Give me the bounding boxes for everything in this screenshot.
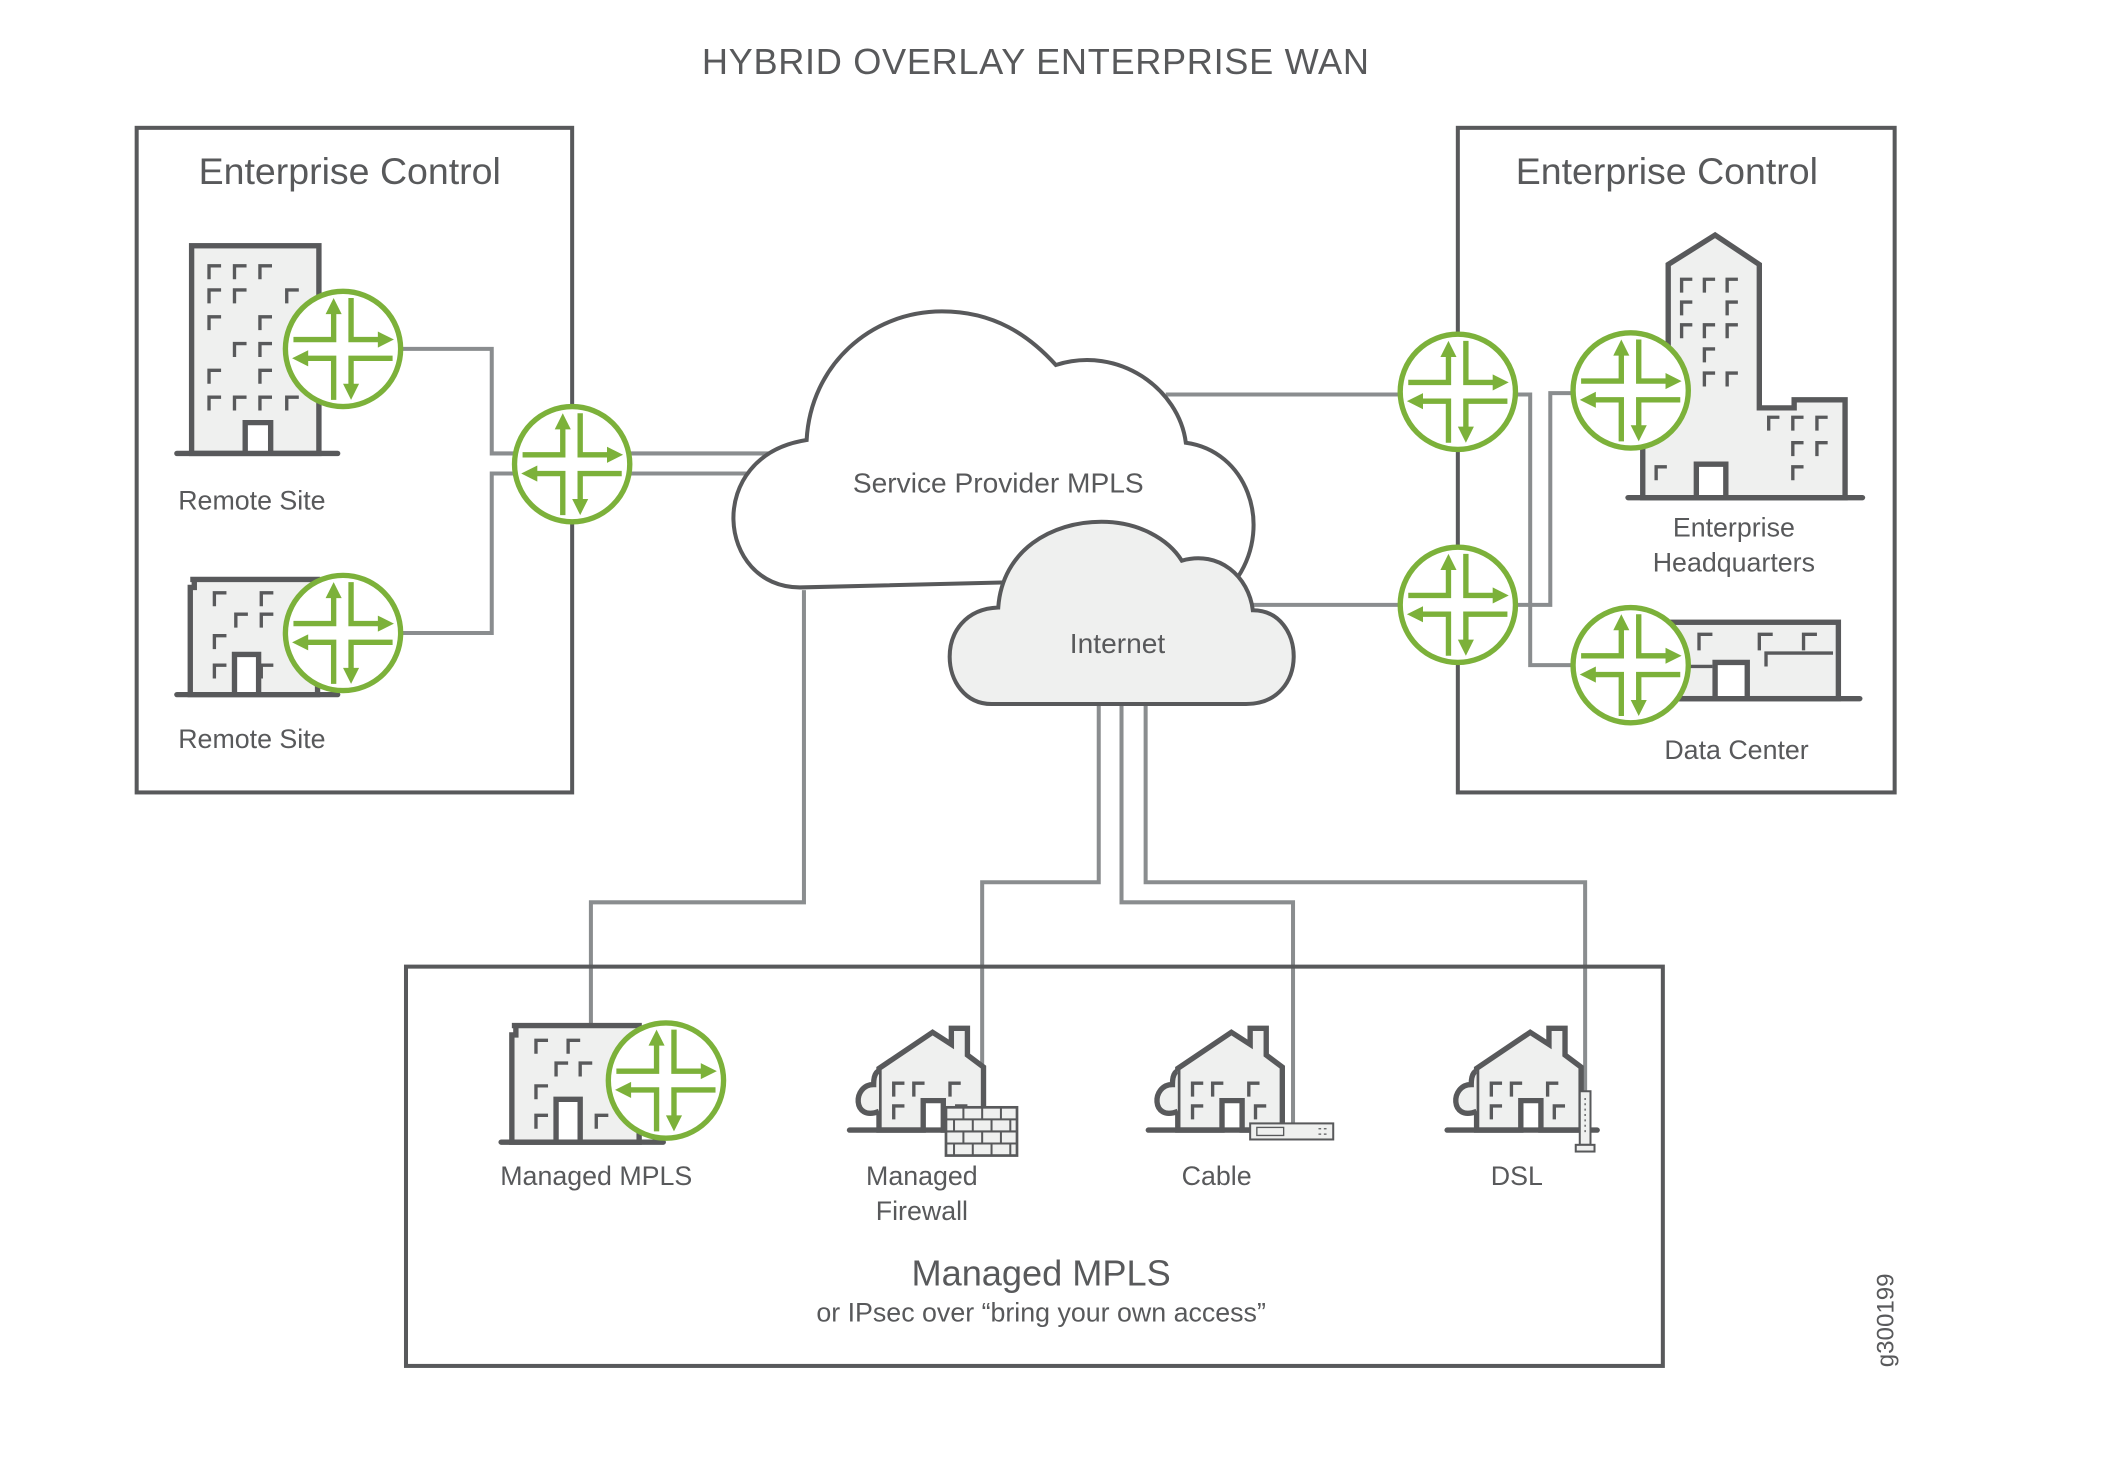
figure-id: g300199 [1872,1273,1899,1367]
link-remote-site-2 [401,471,515,635]
mpls-cloud-label: Service Provider MPLS [853,467,1144,498]
house-icon [1447,1028,1597,1130]
router-left-aggregation[interactable] [515,407,630,522]
router-icon [285,291,400,406]
router-right-internet-edge[interactable] [1400,547,1515,662]
links [401,346,1588,1124]
router-icon [1573,608,1688,723]
router-icon [608,1023,723,1138]
bottom-group-frame [403,964,1665,1368]
hq-label-line2: Headquarters [1653,547,1815,577]
link-router-to-datacenter [1515,392,1575,668]
router-icon [1400,547,1515,662]
diagram-title: HYBRID OVERLAY ENTERPRISE WAN [702,41,1370,82]
right-group-title: Enterprise Control [1516,150,1818,192]
internet-cloud[interactable]: Internet [947,519,1296,707]
link-internet-to-dsl [1143,704,1588,1093]
remote-site-1-label: Remote Site [178,486,325,516]
link-internet-to-cable [1119,704,1296,1124]
router-icon [515,407,630,522]
bottom-group-subtitle: or IPsec over “bring your own access” [816,1298,1266,1328]
router-managed-mpls[interactable] [608,1023,723,1138]
link-router-to-hq [1515,391,1575,607]
router-headquarters[interactable] [1573,333,1688,448]
link-remote-site-1 [401,346,515,456]
house-cable-modem-icon [1148,1028,1335,1141]
house-icon [1148,1028,1298,1130]
link-internet-to-firewall [980,704,1101,1113]
hq-label-line1: Enterprise [1673,513,1795,543]
office-building-icon [174,243,341,457]
house-dsl-modem-icon [1447,1028,1597,1153]
link-mpls-to-managed-mpls [588,590,806,1026]
router-remote-site-1[interactable] [285,291,400,406]
mpls-cloud-shape [731,309,1256,590]
house-firewall-icon [850,1028,1019,1157]
right-group-frame [1455,125,1897,795]
left-enterprise-control-group: Enterprise Control Remote Site Remote Si… [134,125,630,795]
managed-firewall-label-line2: Firewall [876,1196,968,1226]
router-data-center[interactable] [1573,608,1688,723]
left-group-title: Enterprise Control [199,150,501,192]
right-enterprise-control-group: Enterprise Control Enterprise Headquarte… [1400,125,1897,795]
router-remote-site-2[interactable] [285,575,400,690]
router-icon [1573,333,1688,448]
cable-label: Cable [1182,1161,1252,1191]
bottom-group-title: Managed MPLS [911,1253,1170,1294]
data-center-label: Data Center [1664,735,1808,765]
router-icon [285,575,400,690]
remote-site-2-label: Remote Site [178,724,325,754]
service-provider-mpls-cloud[interactable]: Service Provider MPLS [731,309,1256,590]
internet-cloud-shape [947,519,1296,707]
dsl-modem-icon [1574,1090,1596,1153]
cable-modem-icon [1249,1122,1335,1141]
router-icon [1400,334,1515,449]
firewall-icon [944,1105,1019,1157]
dsl-label: DSL [1491,1161,1543,1191]
headquarters-building-icon [1625,231,1866,501]
managed-firewall-label-line1: Managed [866,1161,978,1191]
internet-cloud-label: Internet [1070,628,1166,659]
managed-mpls-group: Managed MPLS Managed Firewall Cable [403,964,1665,1368]
managed-mpls-site-label: Managed MPLS [500,1161,692,1191]
router-right-mpls-edge[interactable] [1400,334,1515,449]
